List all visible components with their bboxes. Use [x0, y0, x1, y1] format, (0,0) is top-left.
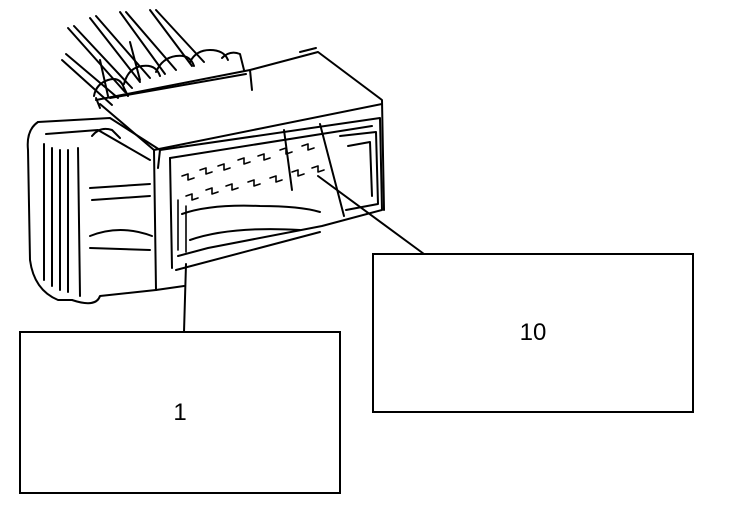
terminal-cavities: [177, 143, 325, 253]
mating-face: [159, 117, 383, 271]
side-window: [339, 131, 379, 211]
wire-bundle: [61, 9, 205, 106]
locking-latch: [26, 117, 161, 305]
connector-housing: [95, 47, 385, 291]
callout-pin-1-label: 1: [173, 398, 187, 426]
wire-seal: [93, 49, 245, 109]
leader-line-1: [183, 263, 187, 333]
callout-pin-10-label: 10: [519, 319, 547, 346]
callout-pin-10: 10: [372, 253, 694, 413]
callout-pin-1: 1: [19, 331, 341, 494]
leader-line-10: [317, 175, 425, 255]
